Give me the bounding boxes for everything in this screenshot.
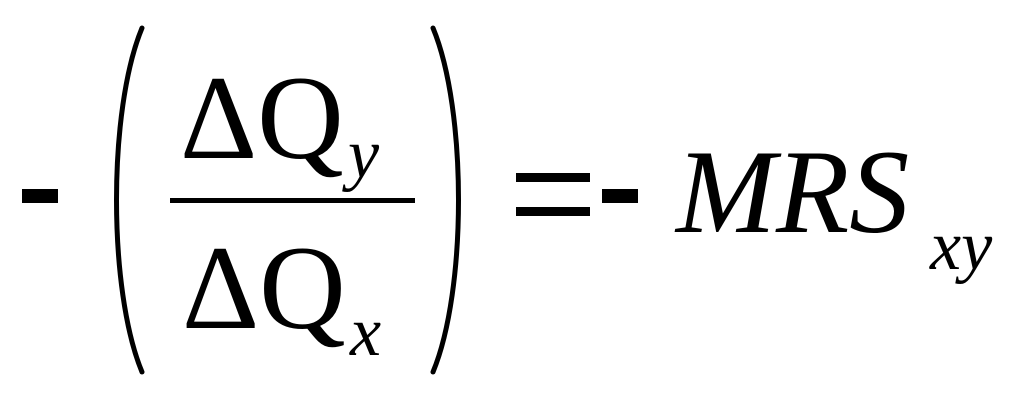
right-parenthesis <box>430 25 461 375</box>
denominator-subscript: x <box>350 294 382 371</box>
numerator-subscript: y <box>348 116 380 193</box>
rhs-minus-sign <box>602 189 638 203</box>
denominator-delta-q: ΔQ <box>182 221 346 354</box>
numerator-delta-q: ΔQ <box>180 51 344 184</box>
mrs-subscript: xy <box>930 208 993 285</box>
leading-minus-sign <box>22 189 58 203</box>
fraction-bar <box>170 198 415 203</box>
equals-sign-top <box>516 173 590 182</box>
equals-sign-bottom <box>516 207 590 216</box>
mrs-symbol: MRS <box>676 125 910 258</box>
left-parenthesis <box>114 25 145 375</box>
